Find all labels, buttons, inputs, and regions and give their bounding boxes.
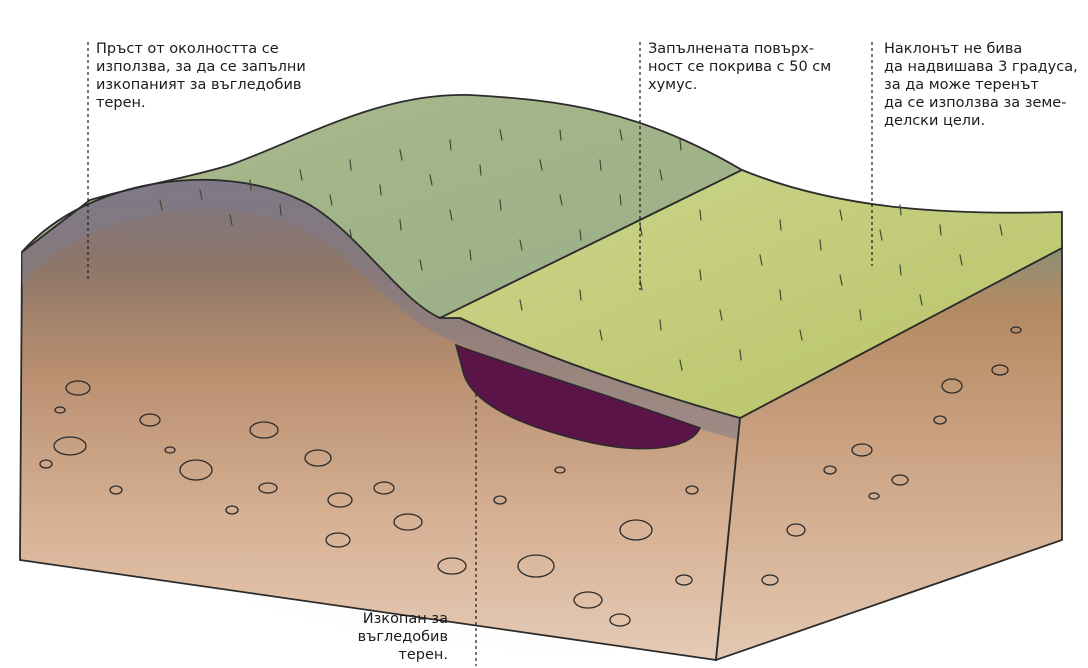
annotation-excavated-pit: Изкопан за въгледобив терен. — [330, 610, 448, 664]
annotation-soil-fill: Пръст от околността се използва, за да с… — [96, 40, 356, 112]
annotation-humus-cover: Запълнената повърх- ност се покрива с 50… — [648, 40, 858, 94]
annotation-slope-limit: Наклонът не бива да надвишава 3 градуса,… — [884, 40, 1088, 130]
